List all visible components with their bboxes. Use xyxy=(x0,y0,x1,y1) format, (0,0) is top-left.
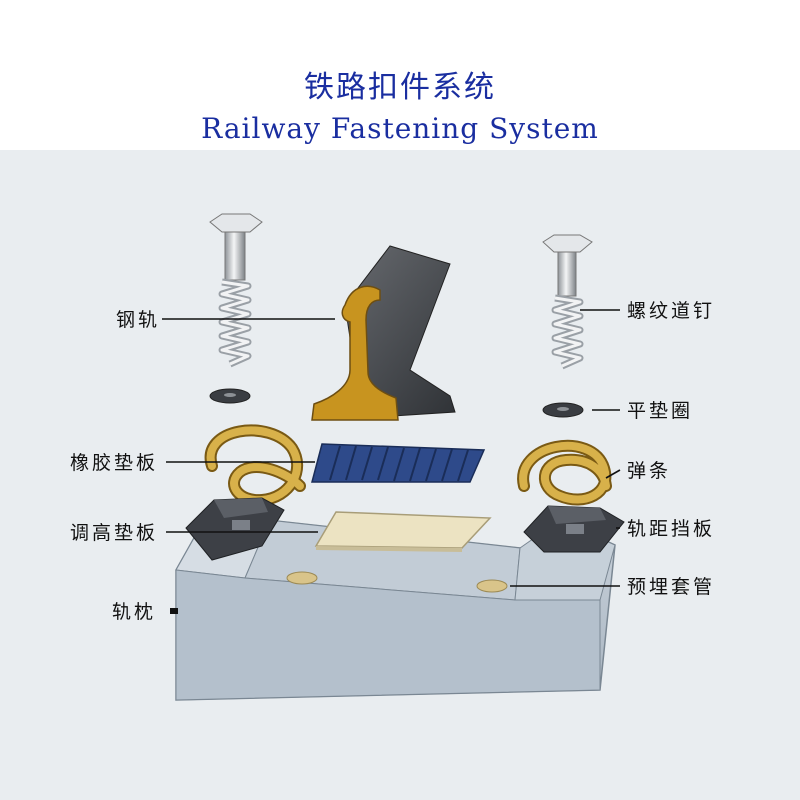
leader-lines xyxy=(162,309,621,587)
label-embedded-sleeve: 预埋套管 xyxy=(627,576,715,598)
label-sleeper: 轨枕 xyxy=(112,601,156,623)
embedded-sleeve-left xyxy=(286,571,318,585)
elastic-clip-right xyxy=(517,439,612,506)
gauge-plate-left xyxy=(185,497,285,561)
sleeper-marker xyxy=(170,608,178,614)
gauge-plate-right xyxy=(523,505,625,553)
label-elastic-clip: 弹条 xyxy=(627,460,671,482)
label-gauge-plate: 轨距挡板 xyxy=(627,518,715,540)
label-rubber-pad: 橡胶垫板 xyxy=(70,452,158,474)
rubber-pad xyxy=(311,443,486,483)
label-screw-spike: 螺纹道钉 xyxy=(627,300,715,322)
title-chinese: 铁路扣件系统 xyxy=(304,70,496,105)
embedded-sleeve-right xyxy=(476,579,508,593)
label-rail: 钢轨 xyxy=(116,309,160,331)
elastic-clip-left xyxy=(204,424,306,507)
height-adjustment-pad xyxy=(314,511,492,549)
screw-spike-left xyxy=(209,213,263,368)
screw-spike-right xyxy=(542,234,593,370)
label-height-pad: 调高垫板 xyxy=(70,522,158,544)
title-english: Railway Fastening System xyxy=(201,112,599,145)
rail xyxy=(311,245,456,421)
label-flat-washer: 平垫圈 xyxy=(627,400,693,422)
